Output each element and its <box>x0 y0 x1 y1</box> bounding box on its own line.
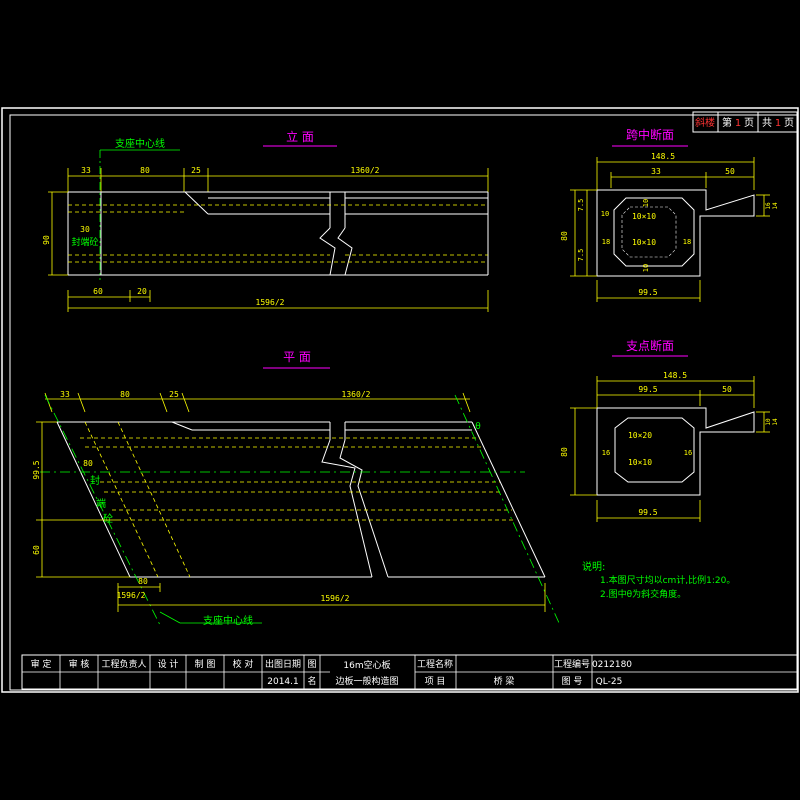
plan-dim-3: 25 <box>169 390 179 399</box>
elev-dim-4: 1360/2 <box>351 166 380 175</box>
plan-dim-80c: 1596/2 <box>117 591 146 600</box>
mid-dim-7b: 7.5 <box>577 249 585 262</box>
plan-view: 平 面 33 80 25 1360/2 <box>32 350 561 627</box>
support-section-title: 支点断面 <box>626 338 674 353</box>
support-section-view: 支点断面 148.5 99.5 50 10×20 10×10 16 16 80 … <box>560 338 779 522</box>
tb-project-no-label: 工程编号 <box>554 658 590 670</box>
sup-dim-width: 148.5 <box>663 371 687 380</box>
elev-dim-30: 30 <box>80 225 90 234</box>
mid-section-title: 跨中断面 <box>626 127 674 142</box>
page-unit: 页 <box>744 117 754 129</box>
inner-frame <box>9 114 798 691</box>
total-label: 共 <box>762 117 772 129</box>
tb-project-name-label: 工程名称 <box>417 658 453 670</box>
elev-dim-3: 25 <box>191 166 201 175</box>
sup-chamfer-bottom: 10×10 <box>628 458 652 467</box>
mid-chamfer-top: 10×10 <box>632 212 656 221</box>
plan-seal-label-2: 端 <box>96 497 106 510</box>
tb-project-lead: 工程负责人 <box>101 658 146 670</box>
plan-title: 平 面 <box>283 350 311 364</box>
tb-check: 校 对 <box>233 658 254 670</box>
mid-dim-bottom: 99.5 <box>638 288 657 297</box>
mid-dim-right-2: 14 <box>772 202 779 210</box>
plan-dim-80b: 80 <box>138 577 148 586</box>
notes-title: 说明: <box>582 560 605 573</box>
plan-dim-60: 60 <box>32 545 41 555</box>
plan-dim-1: 33 <box>60 390 70 399</box>
elev-dim-2: 80 <box>140 166 150 175</box>
page-number: 1 <box>735 118 741 129</box>
page-box: 斜楼 第 1 页 共 1 页 <box>692 111 798 133</box>
plan-dim-2: 80 <box>120 390 130 399</box>
elevation-title: 立 面 <box>286 129 314 144</box>
elev-dim-1: 33 <box>81 166 91 175</box>
page-box-label: 斜楼 <box>695 116 715 129</box>
tb-drawing-no-label: 图 号 <box>562 676 583 687</box>
sup-dim-right-2: 14 <box>772 418 779 426</box>
mid-dim-10a: 10 <box>601 210 609 218</box>
tb-date-label: 出图日期 <box>265 658 301 670</box>
mid-dim-33: 33 <box>651 167 661 176</box>
sup-chamfer-top: 10×20 <box>628 431 652 440</box>
tb-title-2: 边板一般构造图 <box>335 675 398 687</box>
tb-title-1: 16m空心板 <box>343 659 390 671</box>
tb-project-no-value: 0212180 <box>592 660 632 670</box>
title-block: 审 定 审 核 工程负责人 设 计 制 图 校 对 出图日期 2014.1 图 … <box>21 654 798 690</box>
plan-dim-4: 1360/2 <box>342 390 371 399</box>
mid-dim-width: 148.5 <box>651 152 675 161</box>
plan-support-centerline-label: 支座中心线 <box>203 614 253 627</box>
sup-dim-16b: 16 <box>684 449 692 457</box>
mid-dim-18b: 18 <box>683 238 691 246</box>
sup-dim-bottom: 99.5 <box>638 508 657 517</box>
tb-audit: 审 核 <box>69 658 90 670</box>
page-label: 第 <box>722 116 732 129</box>
plan-seal-label-1: 封 <box>90 474 100 487</box>
elev-seal-label: 封端砼 <box>71 236 98 248</box>
tb-review: 审 定 <box>31 658 52 670</box>
plan-dim-99: 99.5 <box>32 460 41 479</box>
sup-dim-right-1: 10 <box>765 418 772 426</box>
mid-chamfer-bottom: 10×10 <box>632 238 656 247</box>
tb-fig-label-1: 图 <box>307 659 316 670</box>
mid-dim-18a: 18 <box>602 238 610 246</box>
plan-seal-label-3: 砼 <box>103 512 113 525</box>
elevation-view: 立 面 支座中心线 33 80 25 1360/2 <box>42 129 489 312</box>
tb-drawing-no-value: QL-25 <box>596 677 623 687</box>
plan-dim-80a: 80 <box>83 459 93 468</box>
mid-dim-10b: 10 <box>642 199 650 207</box>
elev-dim-60: 60 <box>93 287 103 296</box>
mid-dim-10c: 10 <box>642 264 650 272</box>
tb-item-value: 桥 梁 <box>494 675 515 687</box>
elev-dim-20: 20 <box>137 287 147 296</box>
sup-dim-99: 99.5 <box>638 385 657 394</box>
tb-design: 设 计 <box>158 658 179 670</box>
note-1: 1.本图尺寸均以cm计,比例1:20。 <box>600 574 735 586</box>
mid-dim-right-1: 16 <box>765 202 772 210</box>
notes: 说明: 1.本图尺寸均以cm计,比例1:20。 2.图中θ为斜交角度。 <box>582 560 735 600</box>
mid-dim-7a: 7.5 <box>577 199 585 212</box>
total-unit: 页 <box>784 117 794 129</box>
mid-dim-height: 80 <box>560 231 569 241</box>
sup-dim-50: 50 <box>722 385 732 394</box>
plan-skew-mark: θ <box>475 422 481 432</box>
mid-dim-50: 50 <box>725 167 735 176</box>
elevation-support-centerline-label: 支座中心线 <box>115 137 165 150</box>
note-2: 2.图中θ为斜交角度。 <box>600 588 686 600</box>
tb-drawing: 制 图 <box>195 658 216 670</box>
outer-frame <box>1 107 799 693</box>
mid-section-view: 跨中断面 148.5 33 50 10×10 10×10 80 7.5 7.5 … <box>560 127 779 302</box>
tb-item-label: 项 目 <box>425 676 446 687</box>
elev-dim-total: 1596/2 <box>256 298 285 307</box>
tb-date-value: 2014.1 <box>267 677 299 687</box>
total-number: 1 <box>775 118 781 129</box>
sup-dim-16a: 16 <box>602 449 610 457</box>
sup-dim-height: 80 <box>560 447 569 457</box>
elev-dim-height: 90 <box>42 235 51 245</box>
plan-dim-total: 1596/2 <box>321 594 350 603</box>
tb-fig-label-2: 名 <box>307 675 316 687</box>
